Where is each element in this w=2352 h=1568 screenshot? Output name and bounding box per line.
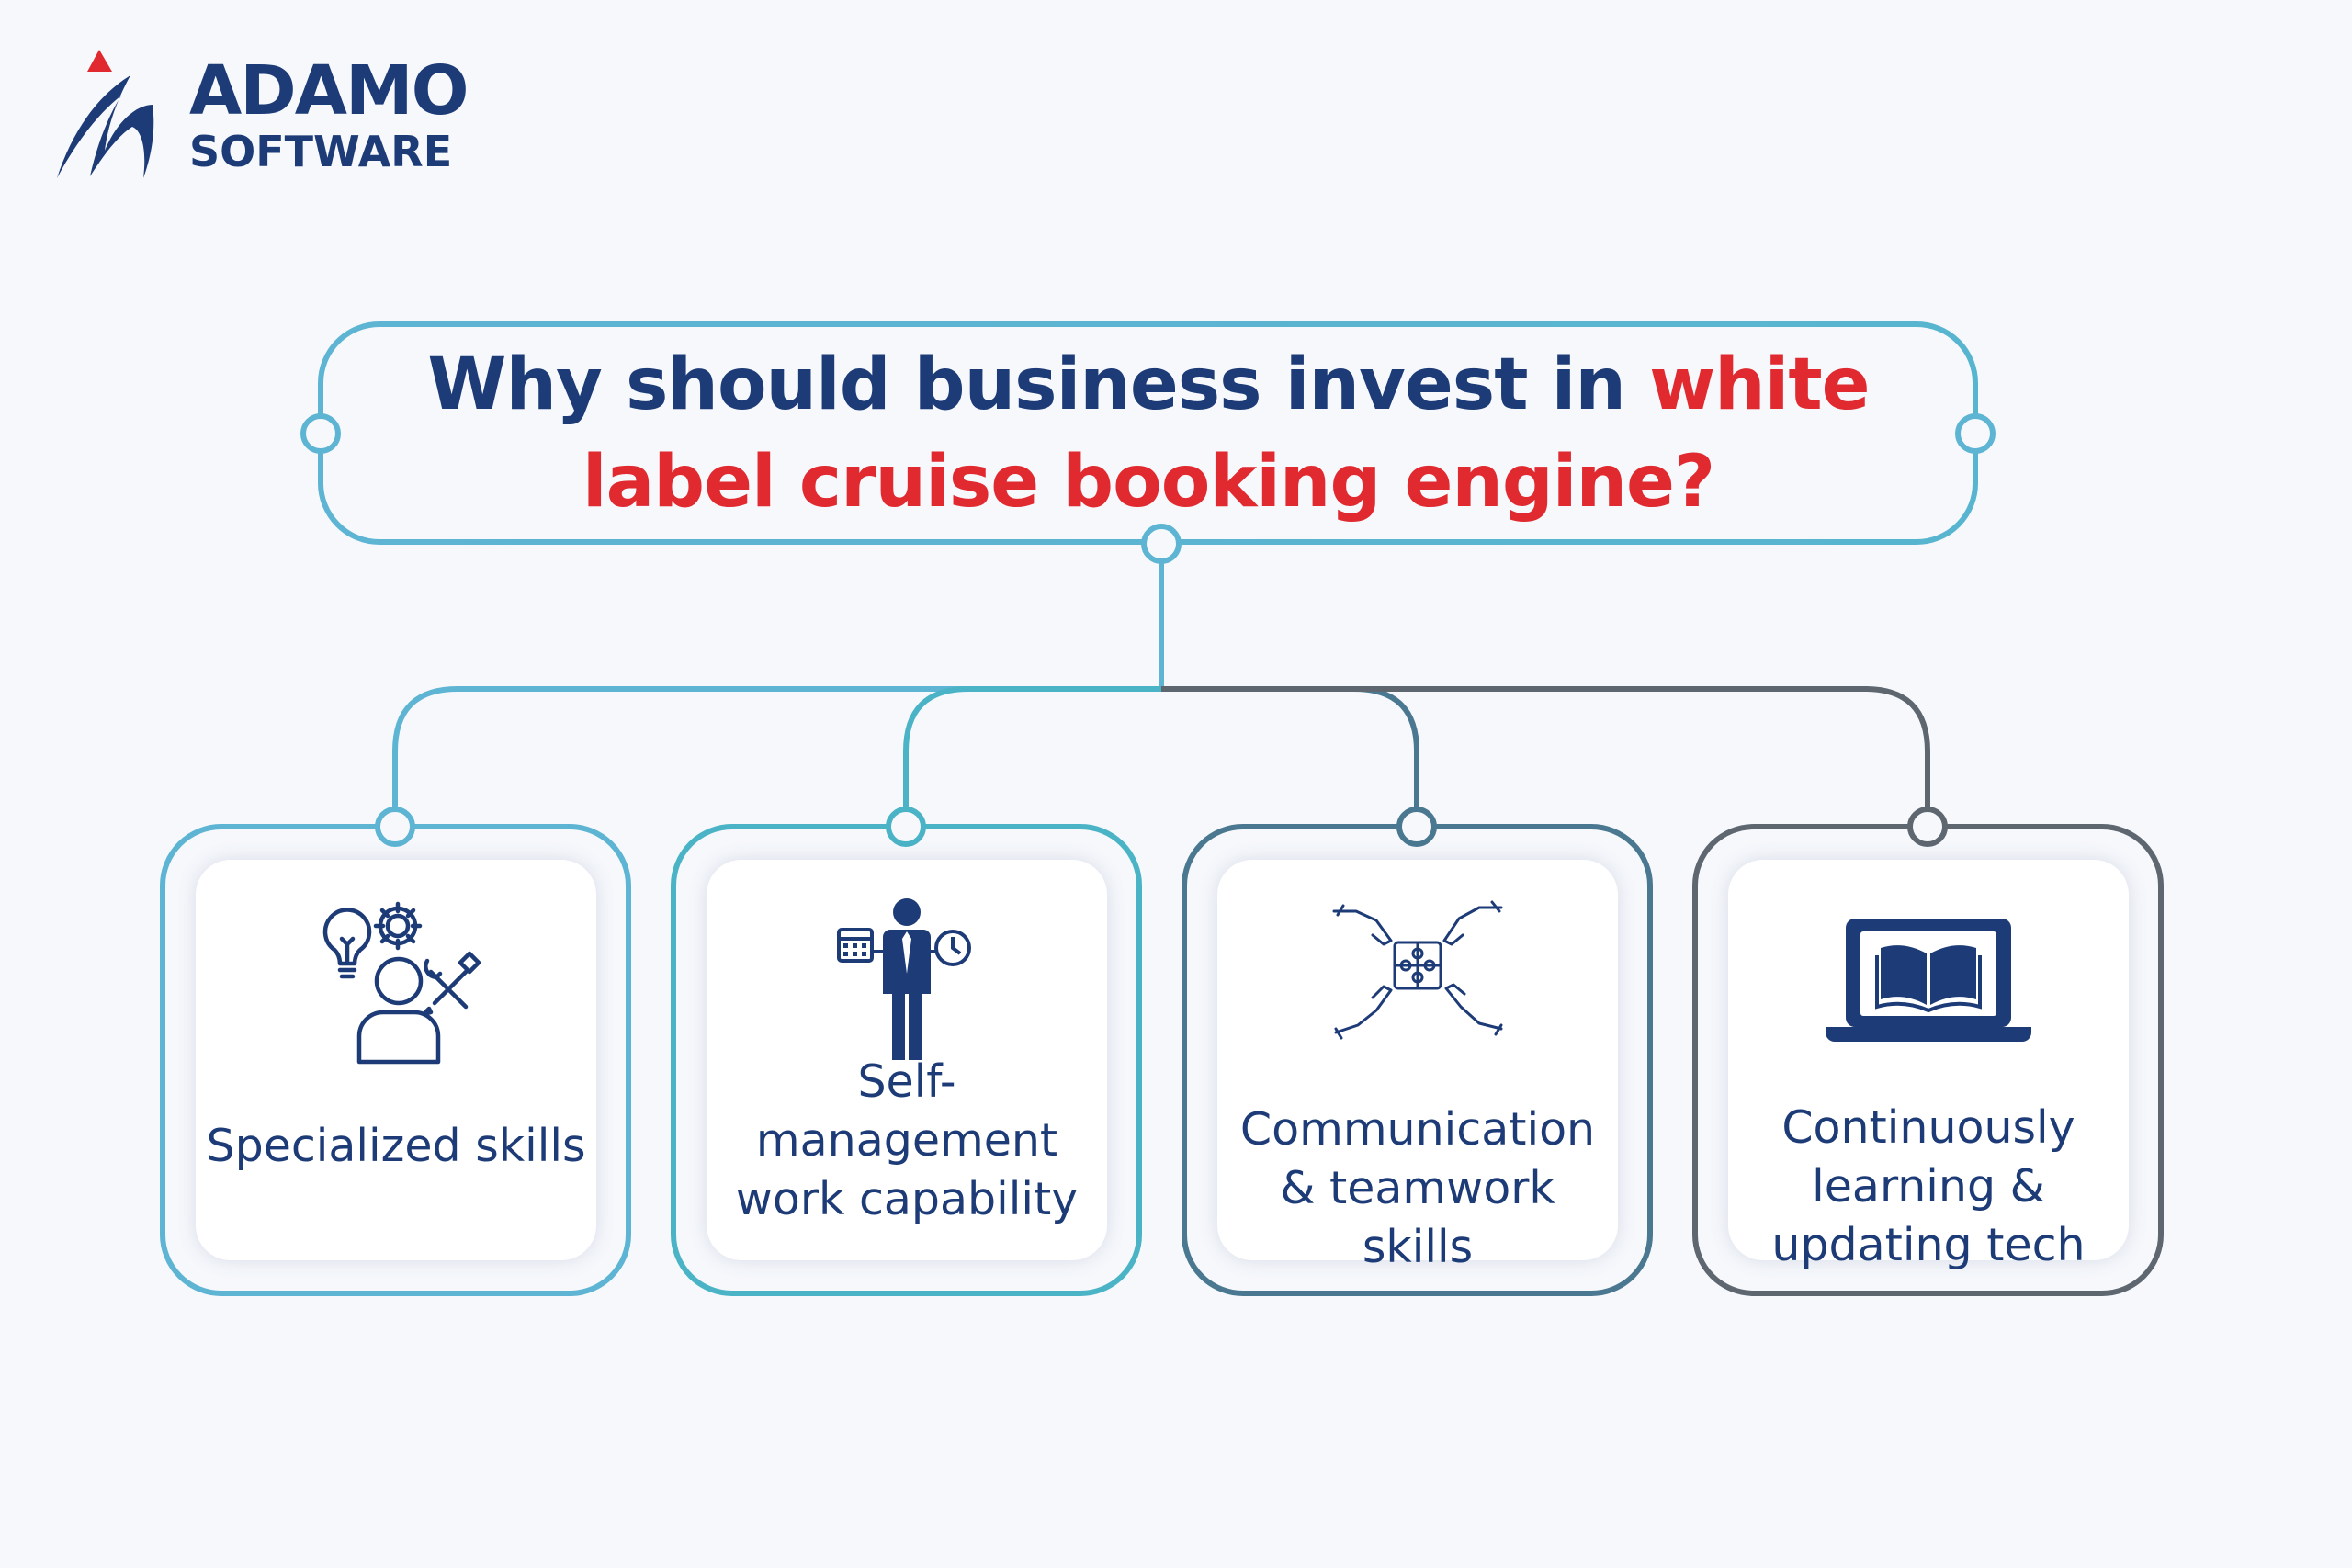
branch-4 (1161, 686, 1930, 808)
specialized-skills-icon (322, 901, 481, 1065)
card-label-1: Specialized skills (206, 1120, 586, 1172)
branch-3 (1161, 686, 1419, 808)
teamwork-puzzle-icon (1332, 900, 1503, 1040)
card-label-3: Communication & teamwork skills (1239, 1103, 1596, 1273)
card-self-management: Self-management work capability (707, 860, 1107, 1260)
title-part-1: Why should business invest in (427, 344, 1650, 426)
card-specialized-skills: Specialized skills (196, 860, 596, 1260)
title-node-bottom (1141, 524, 1182, 564)
card-learning: Continuously learning & updating tech (1728, 860, 2129, 1271)
laptop-book-icon (1826, 919, 2031, 1042)
branch-2 (903, 686, 1161, 808)
card-label-4: Continuously learning & updating tech (1771, 1101, 2086, 1271)
title-line-2: label cruise booking engine? (582, 441, 1715, 524)
card-teamwork: Communication & teamwork skills (1217, 860, 1618, 1273)
card-node-1 (375, 807, 415, 847)
brand-name: ADAMO (189, 51, 469, 130)
card-node-4 (1907, 807, 1948, 847)
brand-subname: SOFTWARE (189, 127, 453, 176)
card-label-2: Self-management work capability (735, 1055, 1079, 1225)
branch-1 (392, 686, 1161, 808)
title-node-left (300, 413, 341, 454)
title-line-1: Why should business invest in white (427, 336, 1871, 434)
title-node-right (1955, 413, 1996, 454)
diagram-title: Why should business invest in white labe… (322, 323, 1975, 544)
adamo-logo: ADAMO SOFTWARE (53, 48, 531, 186)
adamo-logo-mark-icon (57, 50, 154, 178)
title-part-2: white (1649, 344, 1871, 426)
card-node-3 (1396, 807, 1437, 847)
self-management-icon (837, 898, 971, 1060)
card-node-2 (886, 807, 926, 847)
